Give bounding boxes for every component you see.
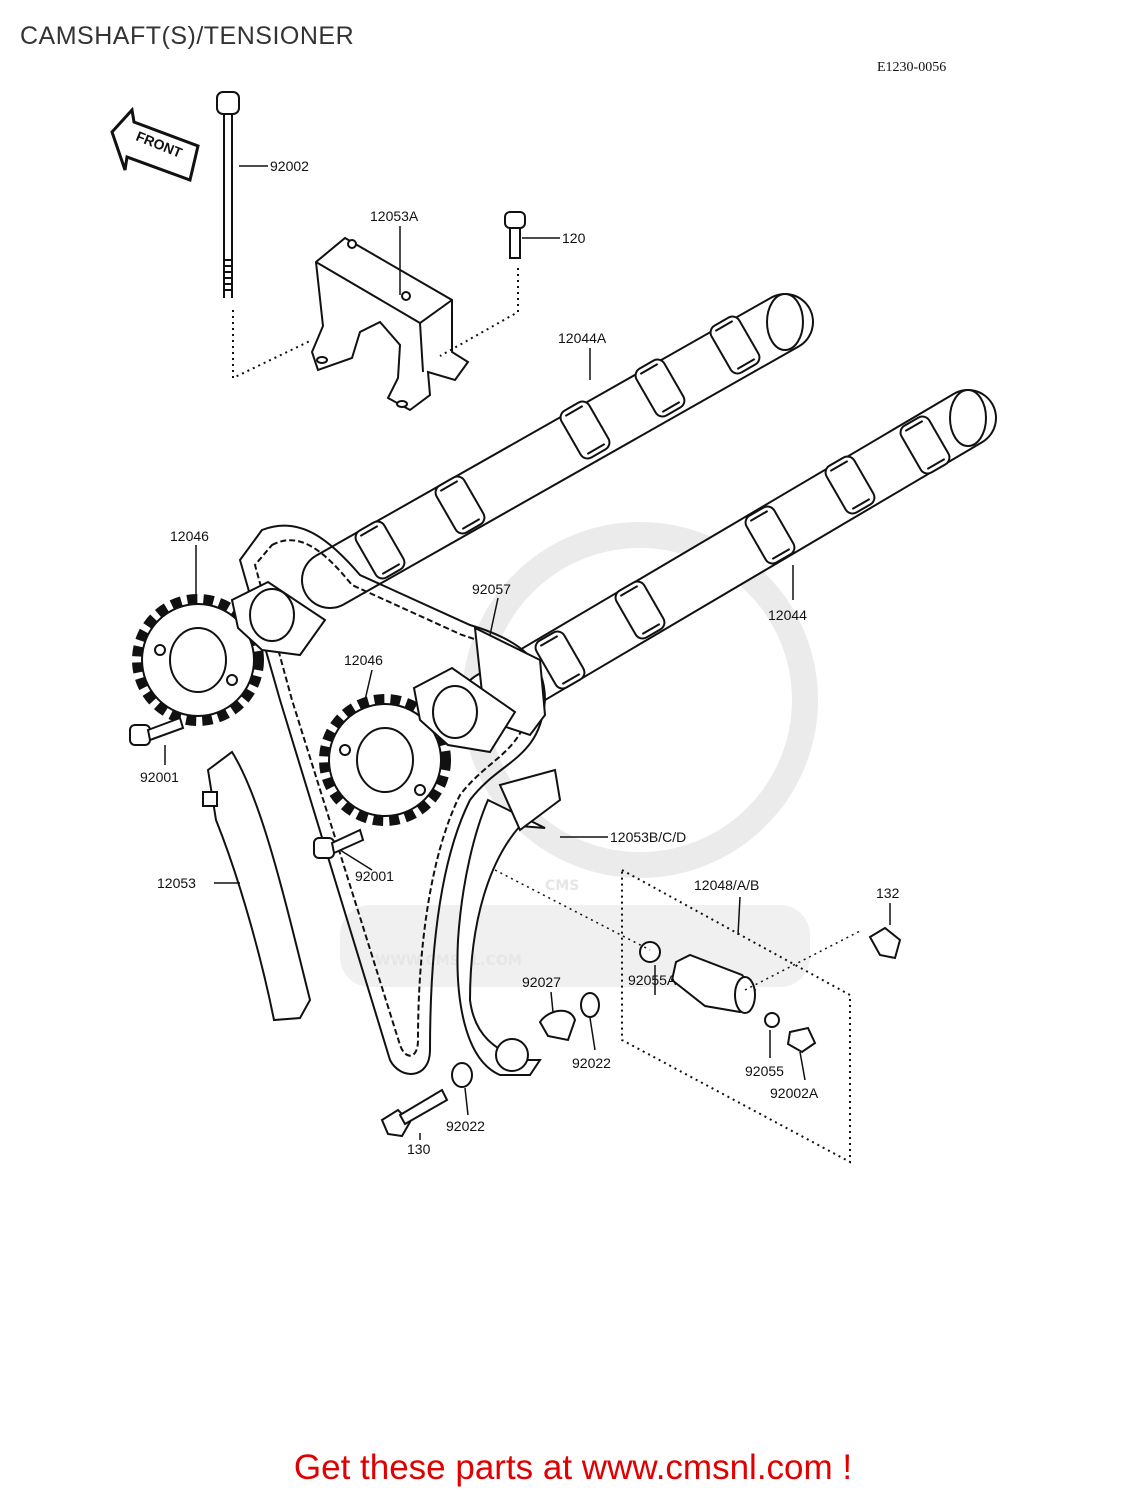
front-arrow-icon: FRONT <box>110 106 200 182</box>
camshaft-12044a-icon <box>301 293 814 609</box>
part-label: 130 <box>407 1141 431 1157</box>
cam-cap-lower-icon <box>412 666 517 754</box>
part-label: 92002 <box>270 158 309 174</box>
bolt-120-icon <box>439 211 526 357</box>
part-label: 92001 <box>140 769 179 785</box>
part-label: 92055 <box>745 1063 784 1079</box>
cam-holder-icon <box>310 236 470 412</box>
part-label: 92055A <box>628 972 677 988</box>
part-labels: 92002 12053A 120 12044A 12046 92057 1204… <box>140 158 900 1157</box>
part-label: 12046 <box>344 652 383 668</box>
diagram-code: E1230-0056 <box>877 60 947 75</box>
tensioner-assembly-icon <box>380 868 902 1164</box>
footer-link[interactable]: Get these parts at www.cmsnl.com ! <box>293 1448 853 1487</box>
bolt-92002-icon <box>216 91 313 380</box>
watermark-logo: CMS <box>545 878 579 894</box>
leader-lines <box>164 165 891 1140</box>
part-label: 92001 <box>355 868 394 884</box>
part-label: 92022 <box>446 1118 485 1134</box>
chain-guide-icon <box>202 750 312 1022</box>
part-label: 132 <box>876 885 900 901</box>
part-label: 92002A <box>770 1085 819 1101</box>
sprocket-lower-icon <box>319 694 451 826</box>
part-label: 120 <box>562 230 586 246</box>
bolt-92001-upper-icon <box>129 716 185 746</box>
part-label: 12053A <box>370 208 419 224</box>
camshaft-12044-icon <box>461 389 997 729</box>
part-label: 12053B/C/D <box>610 829 686 845</box>
part-label: 12044 <box>768 607 807 623</box>
part-label: 12046 <box>170 528 209 544</box>
sprocket-upper-icon <box>132 594 264 726</box>
part-label: 12048/A/B <box>694 877 759 893</box>
tensioner-guide-icon <box>456 768 562 1076</box>
part-label: 12053 <box>157 875 196 891</box>
bolt-92001-lower-icon <box>313 828 365 859</box>
page-title: CAMSHAFT(S)/TENSIONER <box>20 22 355 50</box>
cam-cap-upper-icon <box>230 580 327 657</box>
part-label: 12044A <box>558 330 607 346</box>
watermark-url: WWW.CMSNL.COM <box>375 953 522 969</box>
part-label: 92027 <box>522 974 561 990</box>
part-label: 92022 <box>572 1055 611 1071</box>
part-label: 92057 <box>472 581 511 597</box>
